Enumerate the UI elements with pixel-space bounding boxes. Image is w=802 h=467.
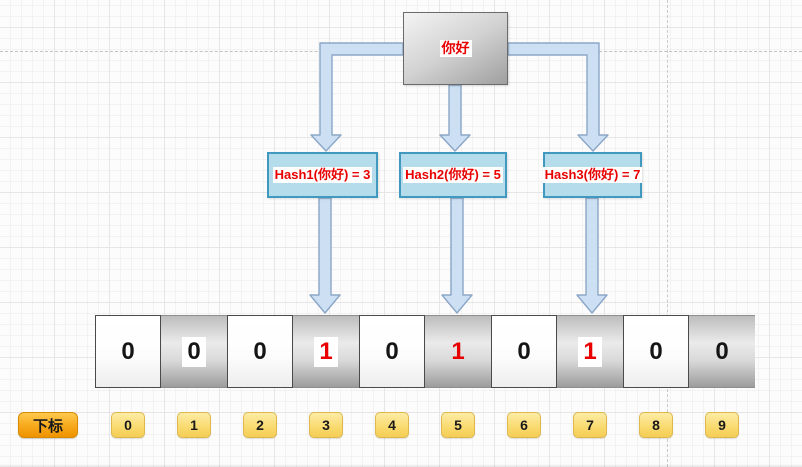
bit-cell-6: 0 <box>491 315 557 388</box>
index-row-title-badge: 下标 <box>18 412 78 438</box>
bit-value: 0 <box>649 337 663 365</box>
bit-array: 0 0 0 1 0 1 0 1 0 0 <box>95 315 755 388</box>
page-guide-vertical-line <box>667 0 668 467</box>
bit-cell-3: 1 <box>293 315 359 388</box>
hash2-node: Hash2(你好) = 5 <box>399 152 507 198</box>
bit-value: 0 <box>182 336 206 367</box>
bit-cell-8: 0 <box>623 315 689 388</box>
bit-cell-1: 0 <box>161 315 227 388</box>
arrow-hash2-to-cell5 <box>441 197 473 314</box>
index-chip-3: 3 <box>309 412 343 438</box>
bit-cell-7: 1 <box>557 315 623 388</box>
bit-value: 1 <box>314 336 338 367</box>
bit-value: 0 <box>121 337 135 365</box>
bit-value: 1 <box>578 336 602 367</box>
hash1-node: Hash1(你好) = 3 <box>267 152 378 198</box>
input-word-node: 你好 <box>403 12 508 85</box>
bit-cell-9: 0 <box>689 315 755 388</box>
input-word-label: 你好 <box>439 40 472 57</box>
bit-value: 0 <box>253 337 267 365</box>
index-chip-8: 8 <box>639 412 673 438</box>
arrow-input-to-hash1 <box>310 42 404 152</box>
arrow-input-to-hash2 <box>439 84 471 152</box>
hash3-node: Hash3(你好) = 7 <box>542 152 643 198</box>
index-chip-0: 0 <box>111 412 145 438</box>
screenshot-bottom-shade <box>0 464 802 467</box>
index-chip-5: 5 <box>441 412 475 438</box>
index-chip-7: 7 <box>573 412 607 438</box>
bit-value: 0 <box>715 337 729 365</box>
arrow-hash3-to-cell7 <box>576 197 608 314</box>
index-chip-2: 2 <box>243 412 277 438</box>
bit-value: 1 <box>451 337 465 365</box>
arrow-input-to-hash3 <box>507 42 609 152</box>
index-chip-6: 6 <box>507 412 541 438</box>
bit-cell-2: 0 <box>227 315 293 388</box>
index-chip-4: 4 <box>375 412 409 438</box>
arrow-hash1-to-cell3 <box>309 197 341 314</box>
hash3-label: Hash3(你好) = 7 <box>542 167 643 183</box>
index-chip-9: 9 <box>705 412 739 438</box>
bit-cell-4: 0 <box>359 315 425 388</box>
bit-cell-5: 1 <box>425 315 491 388</box>
hash1-label: Hash1(你好) = 3 <box>272 167 373 183</box>
bit-value: 0 <box>385 337 399 365</box>
index-chip-1: 1 <box>177 412 211 438</box>
hash2-label: Hash2(你好) = 5 <box>403 167 503 183</box>
bit-cell-0: 0 <box>95 315 161 388</box>
bit-value: 0 <box>517 337 531 365</box>
